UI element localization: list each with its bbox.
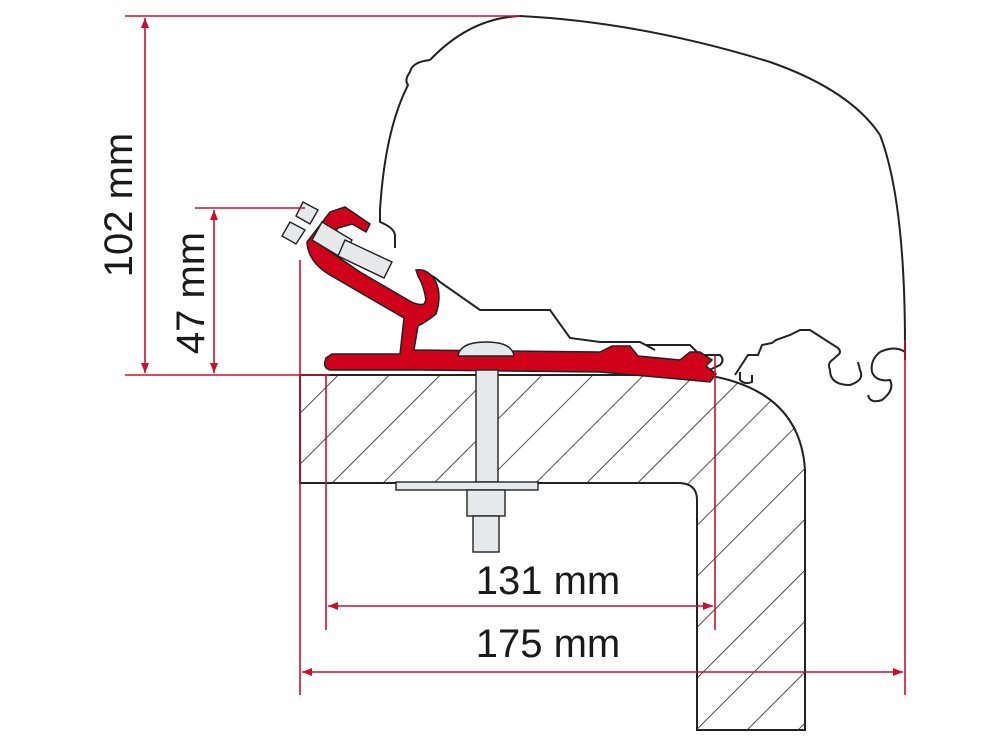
- vehicle-wall-section: [299, 374, 806, 731]
- clamp-bolt: [281, 201, 393, 279]
- dim-label-131mm: 131 mm: [476, 559, 621, 603]
- dim-label-175mm: 175 mm: [476, 622, 621, 666]
- awning-lower-profile: [645, 329, 906, 403]
- dim-label-102mm: 102 mm: [97, 133, 141, 278]
- through-bolt: [395, 341, 539, 553]
- dimension-lines: [125, 15, 906, 695]
- dim-label-47mm: 47 mm: [169, 232, 213, 354]
- awning-housing: [379, 14, 906, 360]
- mounting-adapter-profile: [306, 206, 718, 383]
